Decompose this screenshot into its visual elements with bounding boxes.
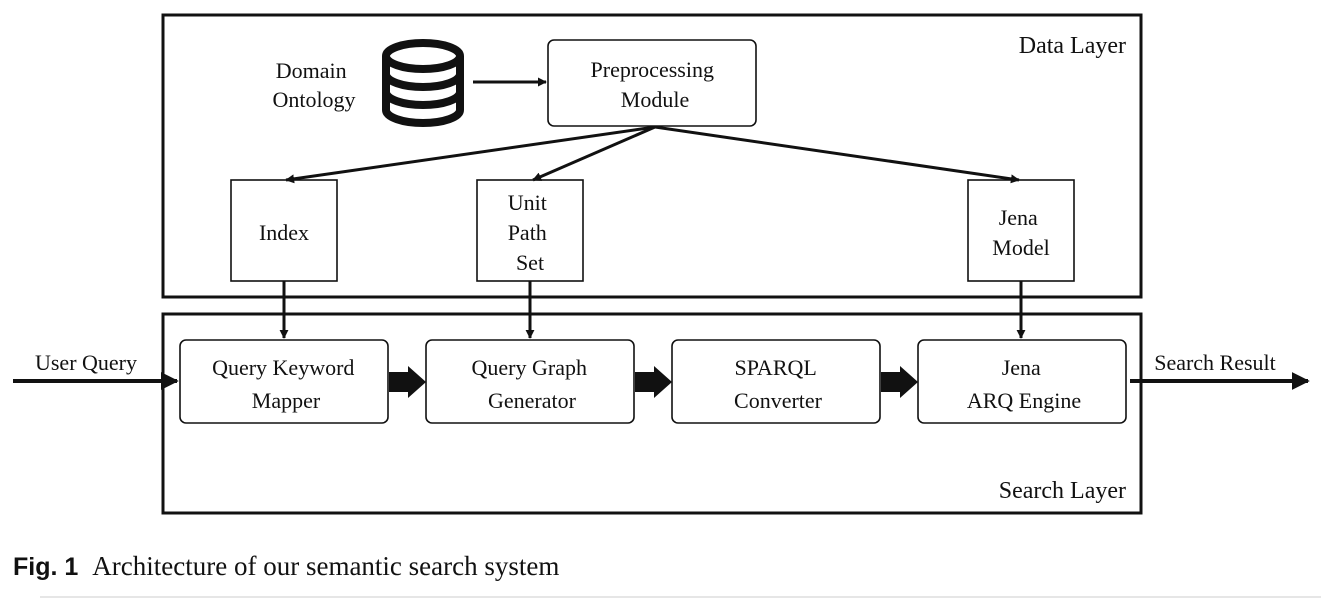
converter-to-engine-arrow [881, 366, 918, 398]
index-box [230, 179, 338, 282]
query-keyword-mapper-label: Query Keyword Mapper [212, 355, 360, 413]
jena-arq-engine-label: Jena ARQ Engine [967, 355, 1081, 413]
jena-arq-engine-box [917, 339, 1127, 424]
caption-divider [40, 596, 1321, 598]
query-keyword-mapper-box [179, 339, 389, 424]
caption-text: Architecture of our semantic search syst… [92, 551, 560, 581]
jena-model-box [967, 179, 1075, 282]
query-graph-generator-label: Query Graph Generator [472, 355, 593, 413]
domain-ontology-label: Domain Ontology [272, 58, 355, 112]
figure-caption: Fig. 1 Architecture of our semantic searc… [13, 551, 559, 582]
preprocessing-to-index-arrow [285, 125, 656, 184]
generator-to-converter-arrow [635, 366, 672, 398]
user-query-label: User Query [35, 350, 137, 375]
search-result-label: Search Result [1154, 350, 1276, 375]
preprocessing-module-label: Preprocessing Module [591, 57, 720, 112]
unit-path-set-box [476, 179, 584, 282]
data-layer-box [161, 13, 1143, 299]
caption-label: Fig. 1 [13, 553, 79, 581]
mapper-to-generator-arrow [389, 366, 426, 398]
data-layer-label: Data Layer [1019, 33, 1126, 59]
search-layer-box [161, 312, 1143, 515]
preprocessing-to-jena-model-arrow [654, 125, 1020, 184]
unit-path-set-label: Unit Path Set [508, 190, 553, 275]
sparql-converter-box [671, 339, 881, 424]
index-label: Index [259, 220, 309, 245]
jena-model-label: Jena Model [992, 205, 1049, 260]
query-graph-generator-box [425, 339, 635, 424]
preprocessing-to-unit-path-set-arrow [532, 125, 656, 182]
search-layer-label: Search Layer [999, 478, 1126, 504]
preprocessing-module-box [547, 39, 757, 127]
sparql-converter-label: SPARQL Converter [734, 355, 823, 413]
database-icon [382, 39, 464, 127]
